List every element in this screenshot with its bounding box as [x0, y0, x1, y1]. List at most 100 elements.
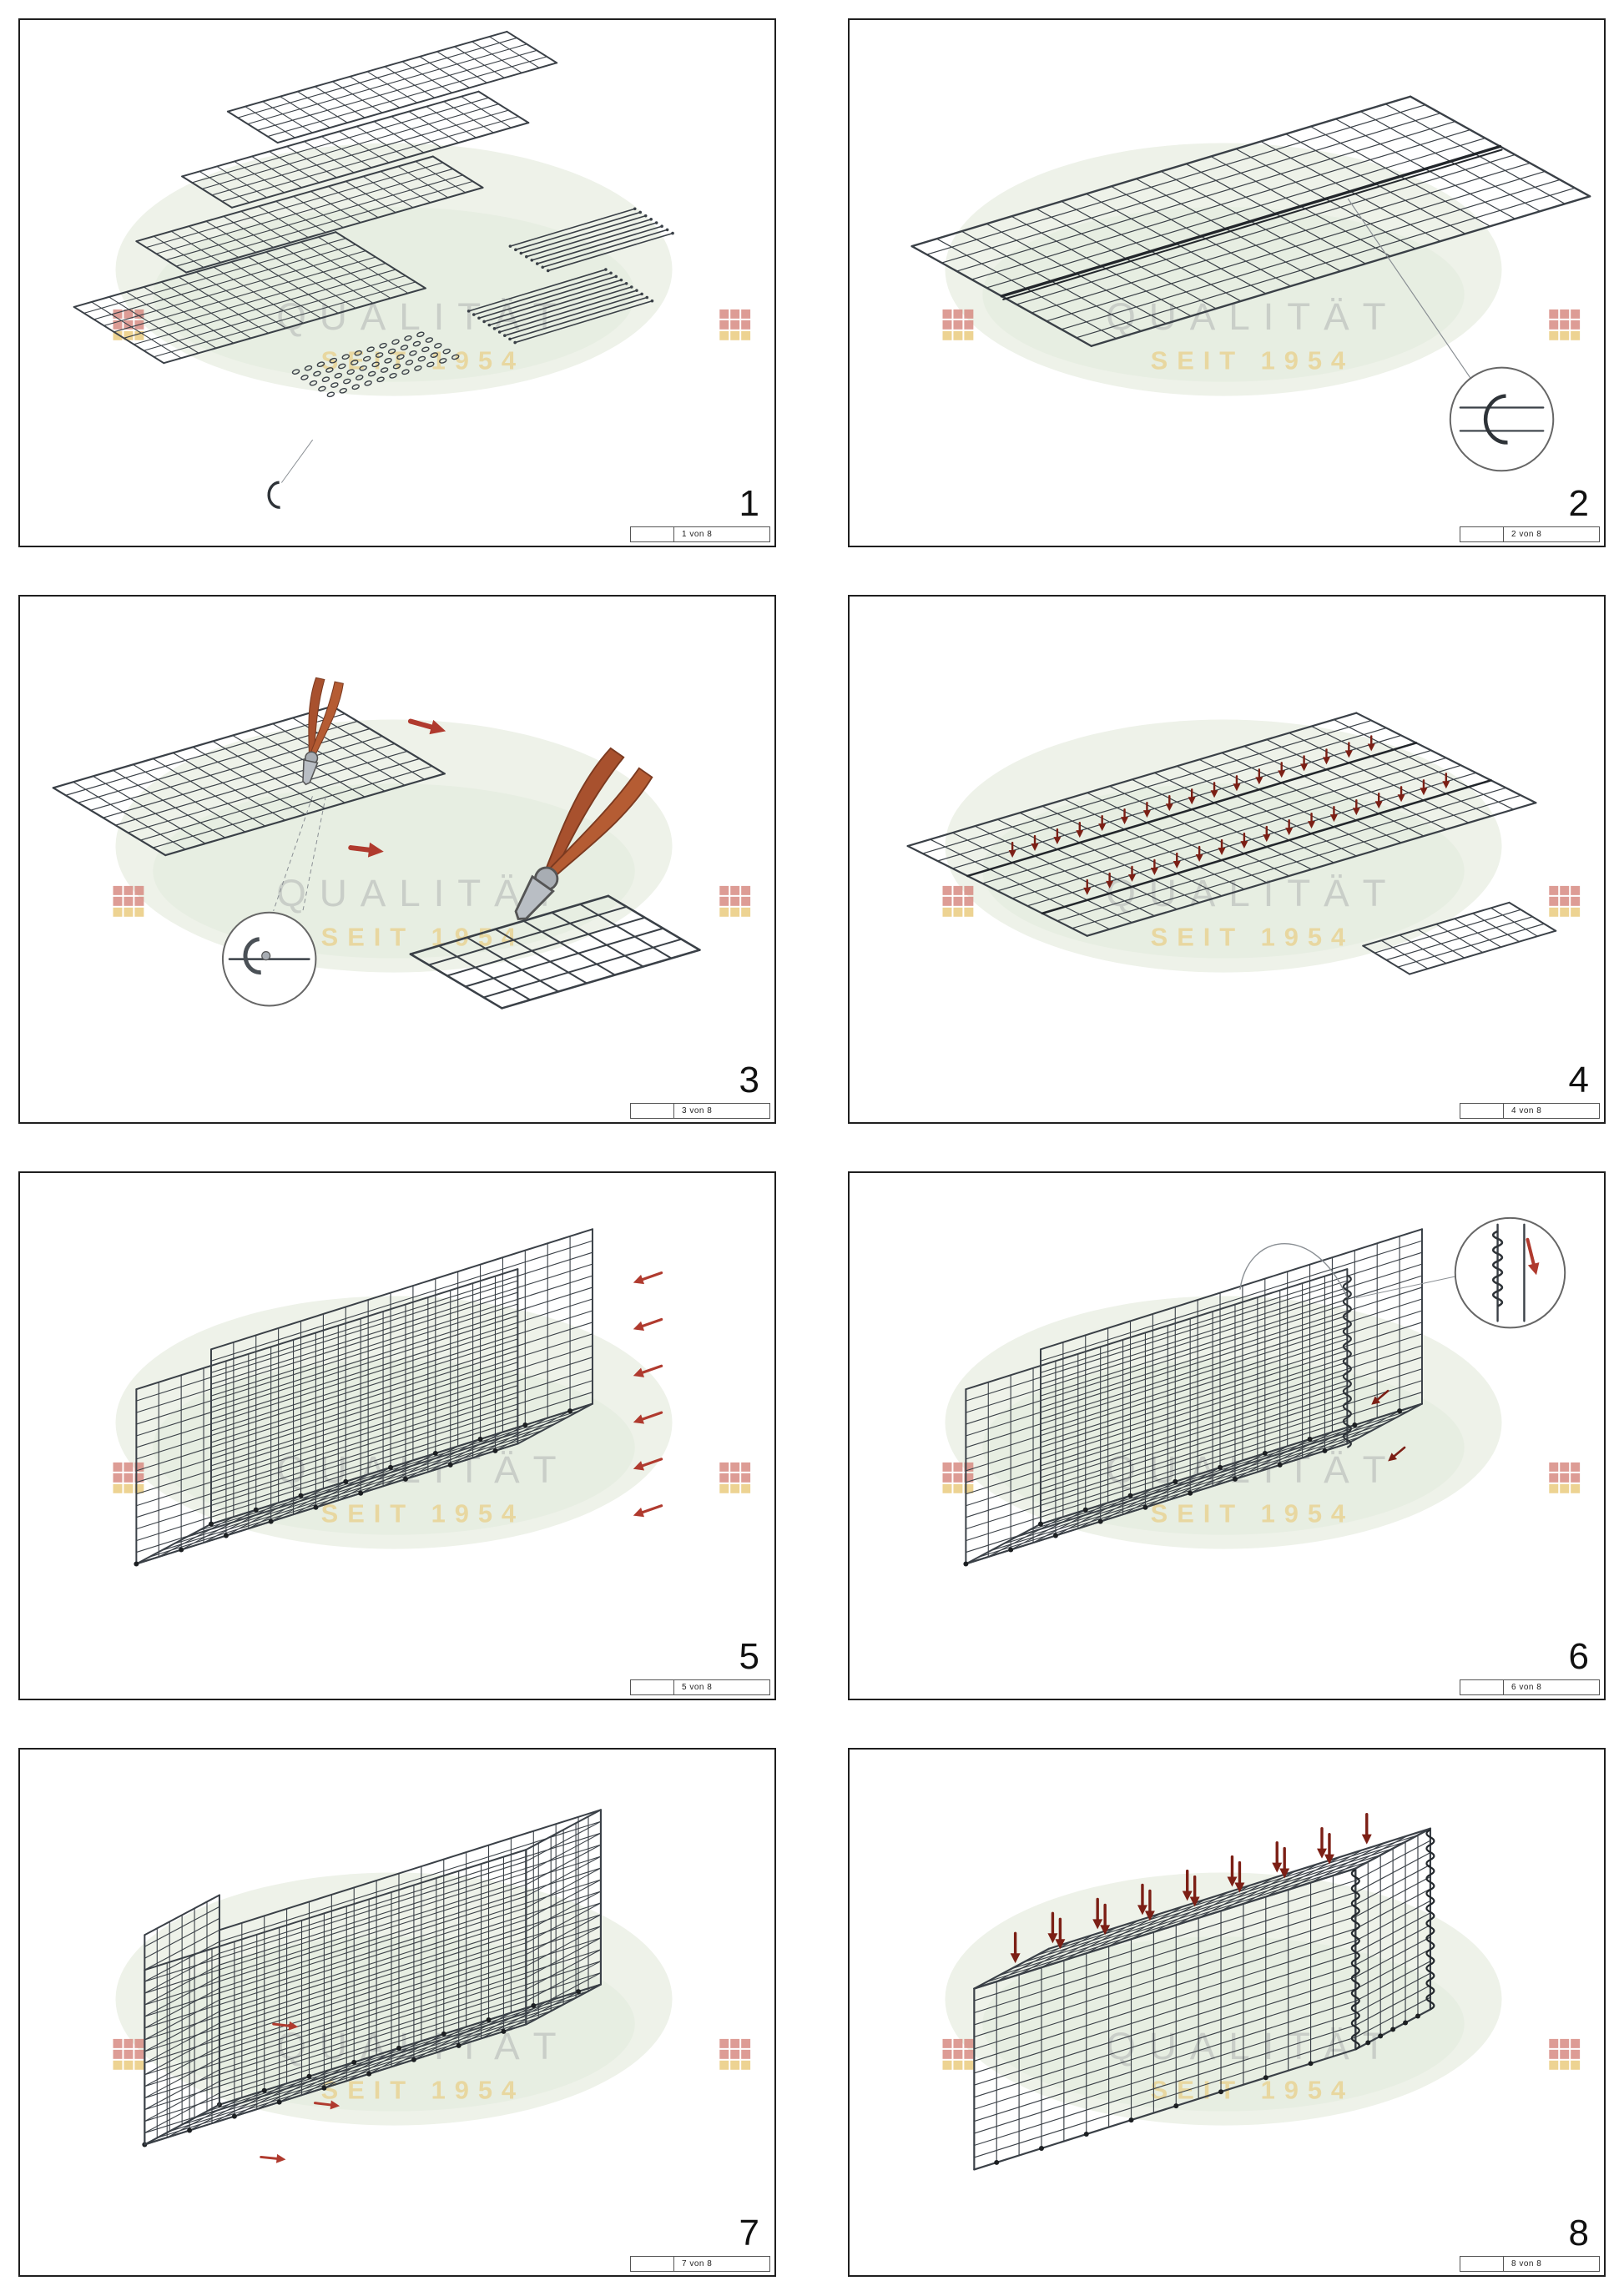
- arrow-icon: [1263, 825, 1271, 843]
- flag-logo-icon: [719, 2038, 751, 2070]
- sheet-counter-box: 5 von 8: [630, 1679, 770, 1695]
- sheet-counter-divider: [631, 1104, 674, 1118]
- sheet-counter: 3 von 8: [682, 1106, 713, 1115]
- sheet-counter-divider: [1460, 1680, 1504, 1694]
- arrow-icon: [1300, 755, 1309, 772]
- arrow-icon: [1227, 1855, 1238, 1887]
- watermark-title: QUALITÄT: [1106, 295, 1399, 338]
- watermark-subtitle: SEIT 1954: [321, 923, 525, 952]
- detail-callout: [1454, 1216, 1566, 1329]
- watermark-subtitle: SEIT 1954: [1151, 2076, 1354, 2105]
- arrow-icon: [1324, 1832, 1334, 1865]
- arrow-icon: [1189, 1875, 1200, 1907]
- spiral-coil: [1425, 1829, 1435, 2011]
- step-number: 7: [739, 2213, 759, 2253]
- mesh-grid: [73, 231, 426, 365]
- sheet-counter-box: 3 von 8: [630, 1103, 770, 1119]
- mesh-grid: [525, 1809, 602, 2026]
- arrow-icon: [1322, 748, 1330, 765]
- sheet-counter: 1 von 8: [682, 530, 713, 539]
- arrow-icon: [1397, 786, 1405, 803]
- arrow-icon: [1308, 812, 1316, 829]
- arrow-icon: [1165, 795, 1173, 812]
- flag-logo-icon: [942, 1462, 974, 1493]
- arrow-icon: [633, 1504, 663, 1518]
- arrow-icon: [1279, 1846, 1290, 1879]
- arrow-icon: [633, 1271, 663, 1285]
- spiral-coil: [1350, 1869, 1360, 2051]
- detail-callout: [1449, 366, 1555, 472]
- arrow-icon: [1367, 735, 1375, 752]
- mesh-grid: [135, 1268, 519, 1565]
- arrow-icon: [260, 2153, 286, 2163]
- arrow-icon: [1173, 852, 1181, 869]
- sheet-counter-divider: [1460, 1104, 1504, 1118]
- sheet-counter-box: 2 von 8: [1460, 526, 1600, 542]
- sheet-counter-box: 6 von 8: [1460, 1679, 1600, 1695]
- sheet-counter-divider: [1460, 2257, 1504, 2271]
- arrow-icon: [1047, 1911, 1058, 1944]
- clip-tool-icon: [243, 937, 261, 975]
- arrow-icon: [1144, 1889, 1155, 1921]
- sheet-counter: 7 von 8: [682, 2259, 713, 2268]
- arrow-icon: [1092, 1897, 1103, 1930]
- flag-logo-icon: [1549, 1462, 1581, 1493]
- flag-logo-icon: [113, 2038, 144, 2070]
- step-number: 3: [739, 1060, 759, 1100]
- sheet-counter-box: 1 von 8: [630, 526, 770, 542]
- arrow-icon: [348, 842, 384, 858]
- mesh-grid: [144, 1894, 220, 2146]
- wire-rods: [467, 207, 674, 345]
- mesh-grid: [218, 1809, 602, 2106]
- pliers-icon: [514, 747, 653, 920]
- flag-logo-icon: [719, 309, 751, 340]
- arrow-icon: [313, 2100, 340, 2110]
- arrow-icon: [1234, 1860, 1245, 1893]
- arrow-icon: [1285, 818, 1294, 836]
- arrow-icon: [633, 1364, 663, 1377]
- c-hook-icon: [267, 481, 280, 509]
- arrow-icon: [1420, 779, 1428, 796]
- watermark-subtitle: SEIT 1954: [321, 2076, 525, 2105]
- flag-logo-icon: [942, 2038, 974, 2070]
- sheet-counter: 5 von 8: [682, 1683, 713, 1692]
- arrow-icon: [1371, 1389, 1389, 1405]
- arrow-icon: [1100, 1903, 1111, 1936]
- step-number: 6: [1568, 1636, 1589, 1677]
- flag-logo-icon: [719, 885, 751, 917]
- arrow-icon: [1526, 1237, 1540, 1276]
- arrow-icon: [1008, 841, 1016, 858]
- arrow-icon: [1121, 808, 1129, 825]
- flag-logo-icon: [1549, 885, 1581, 917]
- flag-logo-icon: [942, 885, 974, 917]
- arrow-icon: [1329, 806, 1338, 823]
- flag-logo-icon: [113, 1462, 144, 1493]
- arrow-icon: [1188, 788, 1196, 805]
- panel-step-3: QUALITÄT SEIT 1954 3 3 von 8: [18, 595, 776, 1124]
- watermark-title: QUALITÄT: [276, 872, 569, 914]
- flag-logo-icon: [719, 1462, 751, 1493]
- step-number: 1: [739, 483, 759, 524]
- illustration-step-3: QUALITÄT SEIT 1954: [52, 677, 751, 1010]
- arrow-icon: [1240, 832, 1248, 849]
- sheet-counter: 8 von 8: [1511, 2259, 1542, 2268]
- spiral-coil: [1491, 1230, 1504, 1307]
- sheet-counter: 2 von 8: [1511, 530, 1542, 539]
- arrow-icon: [1182, 1869, 1193, 1901]
- mesh-grid: [135, 155, 484, 274]
- arrow-icon: [1053, 828, 1062, 845]
- sheet-counter-box: 7 von 8: [630, 2256, 770, 2272]
- arrow-icon: [1137, 1883, 1147, 1916]
- arrow-icon: [633, 1458, 663, 1471]
- arrow-icon: [1352, 799, 1360, 816]
